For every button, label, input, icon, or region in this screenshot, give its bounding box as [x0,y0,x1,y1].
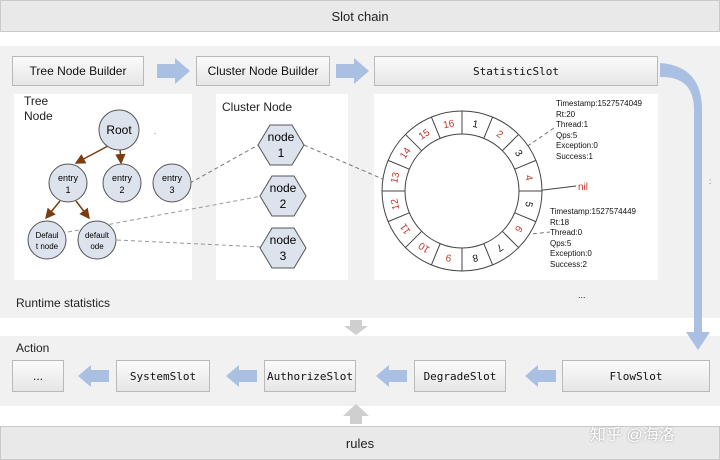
arrow-up-icon [343,404,369,424]
stat-top-line: Qps:5 [556,131,578,140]
cluster-node-panel [216,94,348,280]
tree-node-title-line1: Tree [24,94,49,108]
tree-node-builder-slot[interactable]: Tree Node Builder [12,56,144,86]
stat-bottom-line: Success:2 [550,260,587,269]
cluster-node-builder-slot[interactable]: Cluster Node Builder [196,56,330,86]
slot-chain-title: Slot chain [0,0,720,32]
stat-top-line: Thread:1 [556,120,589,129]
stat-bottom-line: Qps:5 [550,239,572,248]
stat-bottom-line: Timestamp:1527574449 [550,207,636,216]
runtime-statistics-label: Runtime statistics [16,296,111,310]
ring-panel [374,94,658,280]
system-slot[interactable]: SystemSlot [116,360,210,392]
stat-top-line: Exception:0 [556,141,598,150]
authorize-slot[interactable]: AuthorizeSlot [264,360,356,392]
stat-bottom-line: Thread:0 [550,228,583,237]
stat-top-line: Rt:20 [556,110,576,119]
runtime-ellipsis: ... [578,290,586,300]
flow-slot[interactable]: FlowSlot [562,360,710,392]
cluster-node-title: Cluster Node [222,100,293,114]
stat-top-line: Timestamp:1527574049 [556,99,642,108]
arrow-down-icon [344,320,368,335]
action-label: Action [16,341,50,355]
statistic-slot[interactable]: StatisticSlot [374,56,658,86]
ellipsis-slot[interactable]: ... [12,360,64,392]
watermark: 知乎 @海洛 [590,427,675,444]
degrade-slot[interactable]: DegradeSlot [414,360,506,392]
stat-top-line: Success:1 [556,152,593,161]
tree-node-title-line2: Node [24,109,53,123]
stat-bottom-line: Rt:18 [550,218,570,227]
stat-bottom-line: Exception:0 [550,249,592,258]
